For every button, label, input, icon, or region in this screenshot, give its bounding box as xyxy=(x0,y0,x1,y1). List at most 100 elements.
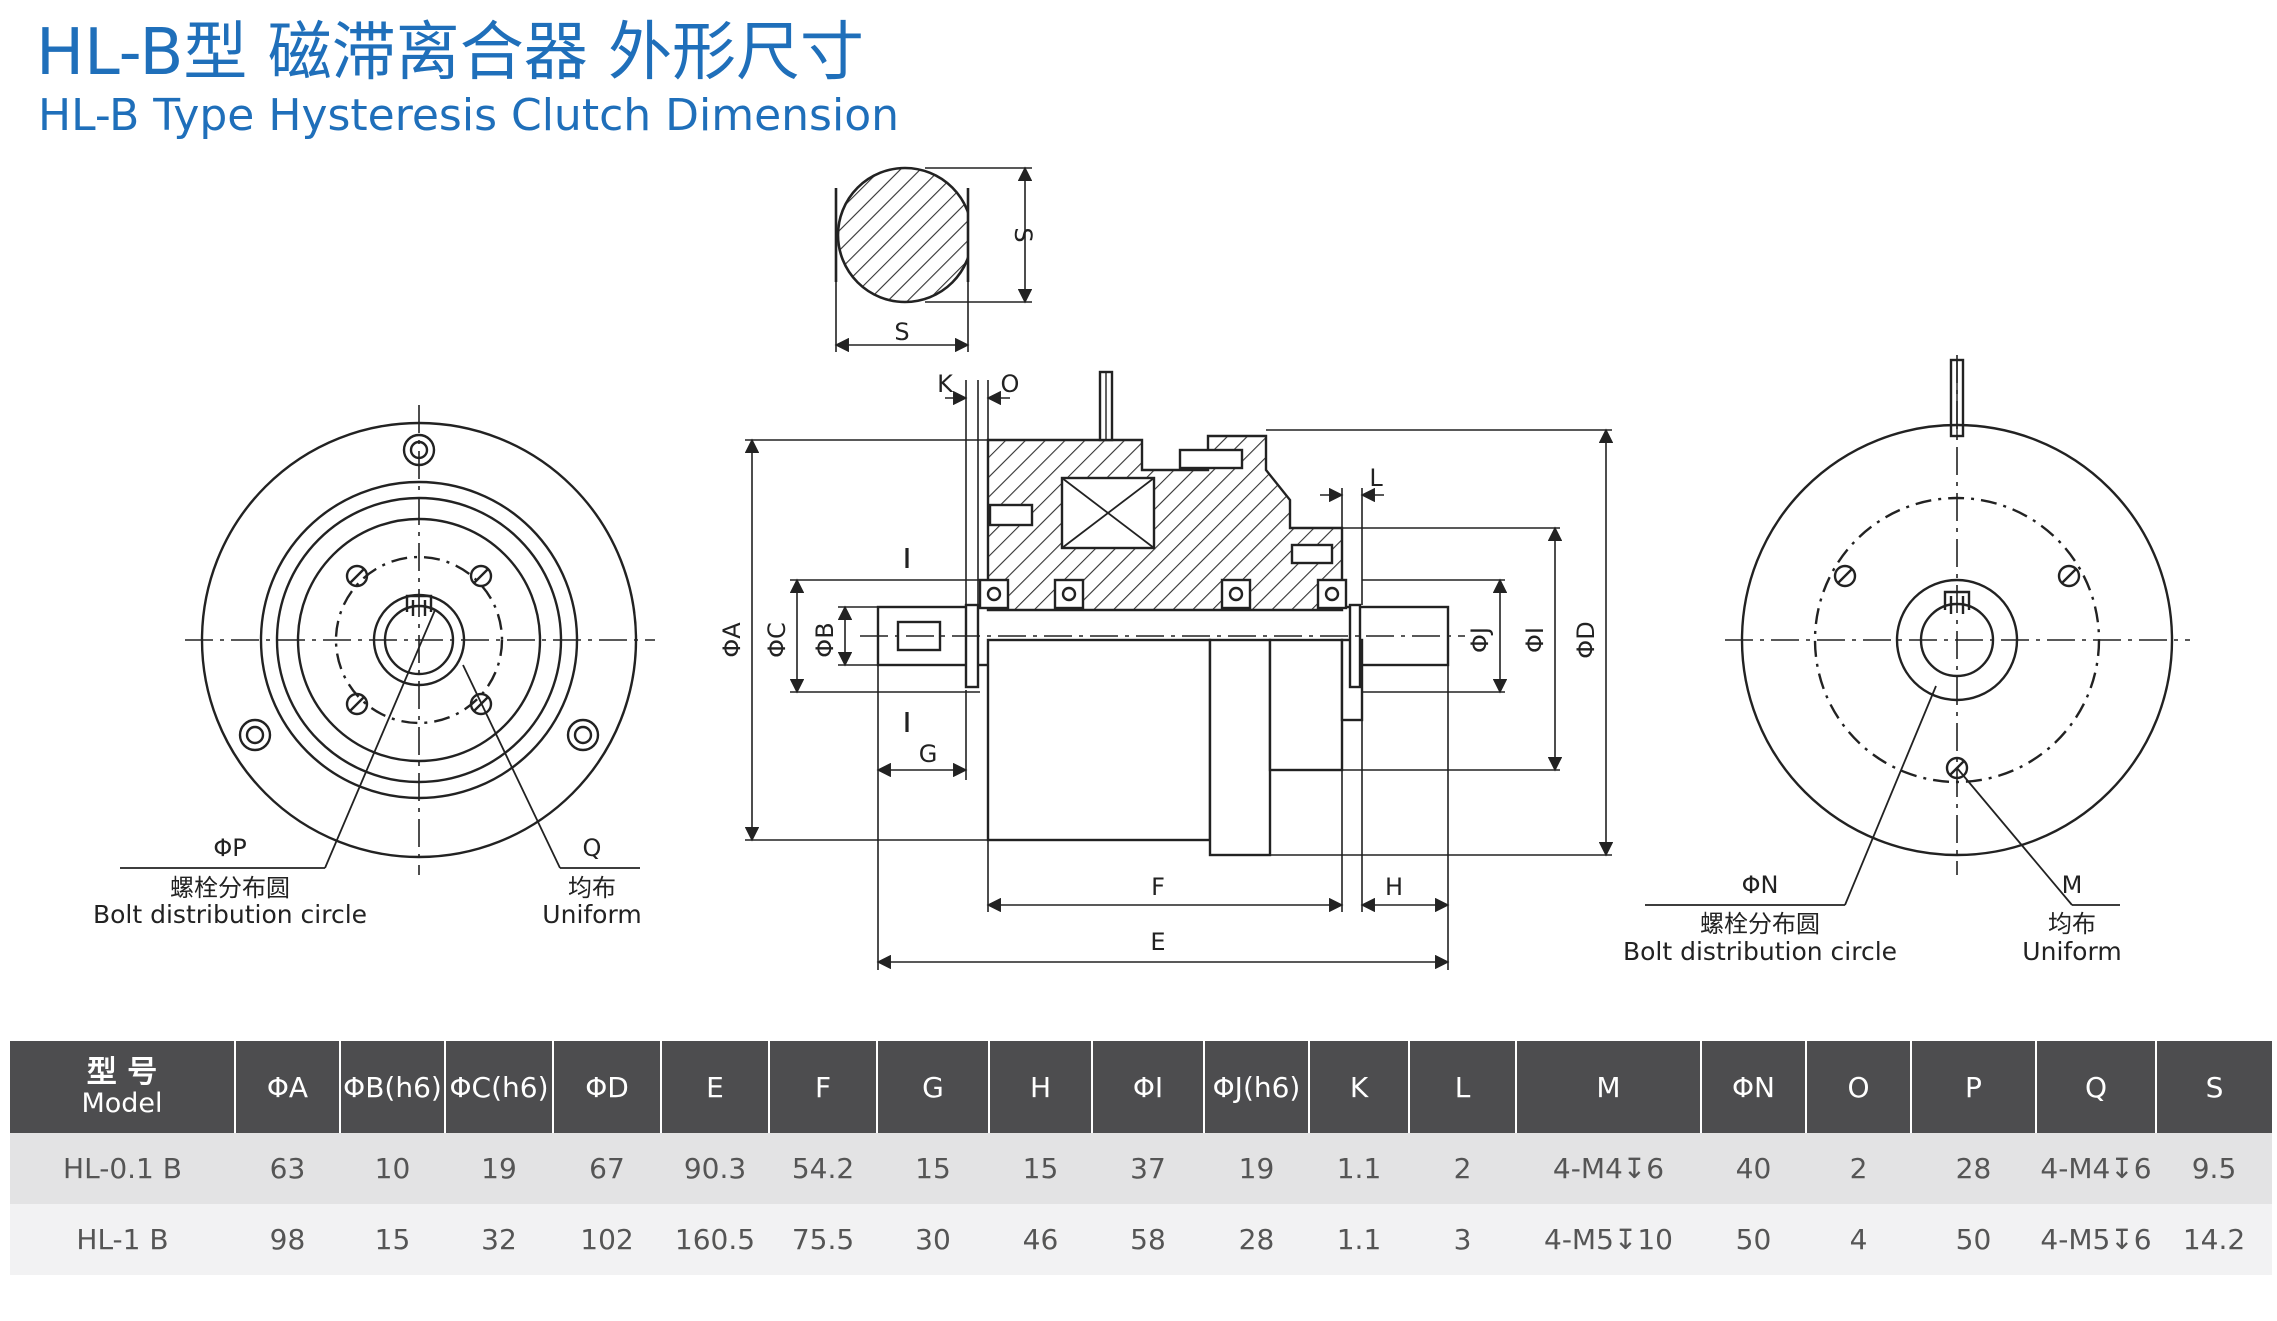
table-header-row: 型 号 Model ΦA ΦB(h6) ΦC(h6) ΦD E F G H ΦI… xyxy=(10,1041,2272,1133)
header-k: K xyxy=(1308,1041,1409,1133)
right-uniform-cn: 均布 xyxy=(2048,910,2096,938)
table-cell: 2 xyxy=(1806,1133,1911,1204)
table-cell-model: HL-0.1 B xyxy=(10,1133,235,1204)
table-cell: 4 xyxy=(1806,1204,1911,1275)
left-end-view xyxy=(120,405,655,875)
right-uniform-en: Uniform xyxy=(2022,937,2121,966)
header-s: S xyxy=(2155,1041,2272,1133)
dim-label-e: E xyxy=(1150,928,1165,956)
table-cell: 10 xyxy=(340,1133,445,1204)
left-bolt-circle xyxy=(334,555,504,725)
header-a: ΦA xyxy=(234,1041,340,1133)
housing-lower xyxy=(986,638,1212,842)
dim-label-h: H xyxy=(1385,873,1403,901)
dim-label-b: ΦB xyxy=(811,622,839,657)
right-label-m: M xyxy=(2062,871,2083,899)
table-cell: 14.2 xyxy=(2156,1204,2272,1275)
left-label-p: ΦP xyxy=(213,834,246,862)
table-cell: 32 xyxy=(445,1204,553,1275)
table-cell: 3 xyxy=(1409,1204,1516,1275)
header-g: G xyxy=(876,1041,989,1133)
right-bolt-en: Bolt distribution circle xyxy=(1623,937,1897,966)
header-j: ΦJ(h6) xyxy=(1203,1041,1309,1133)
set-screw xyxy=(988,503,1034,527)
cross-section-view xyxy=(860,370,1465,857)
table-cell: 98 xyxy=(235,1204,340,1275)
table-cell: 54.2 xyxy=(769,1133,877,1204)
right-end-view xyxy=(1645,355,2190,906)
shaft-label-s-bottom: S xyxy=(894,318,909,346)
dim-label-c: ΦC xyxy=(763,622,791,658)
header-e: E xyxy=(660,1041,769,1133)
table-cell: 4-M4↧6 xyxy=(2036,1133,2156,1204)
dim-label-f: F xyxy=(1151,873,1165,901)
table-cell: 2 xyxy=(1409,1133,1516,1204)
table-cell: 63 xyxy=(235,1133,340,1204)
table-cell: 37 xyxy=(1092,1133,1204,1204)
dim-label-g: G xyxy=(919,740,938,768)
left-uniform-cn: 均布 xyxy=(568,874,616,902)
header-i: ΦI xyxy=(1091,1041,1204,1133)
header-m: M xyxy=(1515,1041,1701,1133)
dim-label-j: ΦJ xyxy=(1466,627,1494,653)
table-row: HL-1 B 98 15 32 102 160.5 75.5 30 46 58 … xyxy=(10,1204,2272,1275)
left-label-q: Q xyxy=(583,834,602,862)
table-cell: 15 xyxy=(877,1133,989,1204)
table-cell: 160.5 xyxy=(661,1204,769,1275)
table-cell: 15 xyxy=(340,1204,445,1275)
table-cell: 19 xyxy=(1204,1133,1309,1204)
table-cell: 28 xyxy=(1204,1204,1309,1275)
table-cell: 19 xyxy=(445,1133,553,1204)
cap-screw xyxy=(1178,448,1244,470)
table-cell: 75.5 xyxy=(769,1204,877,1275)
header-model: 型 号 Model xyxy=(10,1041,235,1133)
table-row: HL-0.1 B 63 10 19 67 90.3 54.2 15 15 37 … xyxy=(10,1133,2272,1204)
left-bolt-en: Bolt distribution circle xyxy=(93,900,367,929)
table-cell: 1.1 xyxy=(1309,1204,1409,1275)
table-cell: 30 xyxy=(877,1204,989,1275)
right-bolt-cn: 螺栓分布圆 xyxy=(1700,910,1820,938)
shaft-section-detail xyxy=(834,166,1033,353)
header-c: ΦC(h6) xyxy=(444,1041,553,1133)
table-cell: 40 xyxy=(1701,1133,1806,1204)
page-title-cn: HL-B型 磁滞离合器 外形尺寸 xyxy=(36,16,865,90)
dim-label-k: K xyxy=(937,370,954,398)
header-h: H xyxy=(988,1041,1092,1133)
dimension-table: 型 号 Model ΦA ΦB(h6) ΦC(h6) ΦD E F G H ΦI… xyxy=(10,1041,2272,1275)
table-cell: 4-M5↧10 xyxy=(1516,1204,1701,1275)
header-model-en: Model xyxy=(81,1087,163,1119)
left-bolt-hole xyxy=(345,564,493,716)
right-label-n: ΦN xyxy=(1742,871,1779,899)
table-cell: 9.5 xyxy=(2156,1133,2272,1204)
table-cell: 1.1 xyxy=(1309,1133,1409,1204)
table-cell: 90.3 xyxy=(661,1133,769,1204)
header-q: Q xyxy=(2035,1041,2156,1133)
header-model-cn: 型 号 xyxy=(86,1054,158,1090)
table-cell: 102 xyxy=(553,1204,661,1275)
header-o: O xyxy=(1805,1041,1911,1133)
technical-drawing: ΦP 螺栓分布圆 Bolt distribution circle Q 均布 U… xyxy=(93,166,2190,970)
bearing xyxy=(978,578,1348,610)
output-flange-lower xyxy=(1268,638,1344,772)
table-cell: 46 xyxy=(989,1204,1092,1275)
table-cell: 15 xyxy=(989,1133,1092,1204)
dim-label-o: O xyxy=(1001,370,1020,398)
header-d: ΦD xyxy=(552,1041,661,1133)
page-title-en: HL-B Type Hysteresis Clutch Dimension xyxy=(38,90,900,141)
rotor-lower xyxy=(1208,638,1272,857)
dim-label-a: ΦA xyxy=(718,622,746,658)
header-l: L xyxy=(1408,1041,1516,1133)
table-cell: 58 xyxy=(1092,1204,1204,1275)
shaft-label-s-right: S xyxy=(1009,227,1037,242)
table-cell: 4-M4↧6 xyxy=(1516,1133,1701,1204)
dim-label-d: ΦD xyxy=(1572,621,1600,658)
table-cell: 4-M5↧6 xyxy=(2036,1204,2156,1275)
header-p: P xyxy=(1910,1041,2036,1133)
housing-upper-section xyxy=(986,434,1344,612)
header-n: ΦN xyxy=(1700,1041,1806,1133)
table-cell: 50 xyxy=(1911,1204,2036,1275)
header-b: ΦB(h6) xyxy=(339,1041,445,1133)
table-cell: 50 xyxy=(1701,1204,1806,1275)
table-cell: 67 xyxy=(553,1133,661,1204)
dimension-lines xyxy=(744,380,1614,970)
